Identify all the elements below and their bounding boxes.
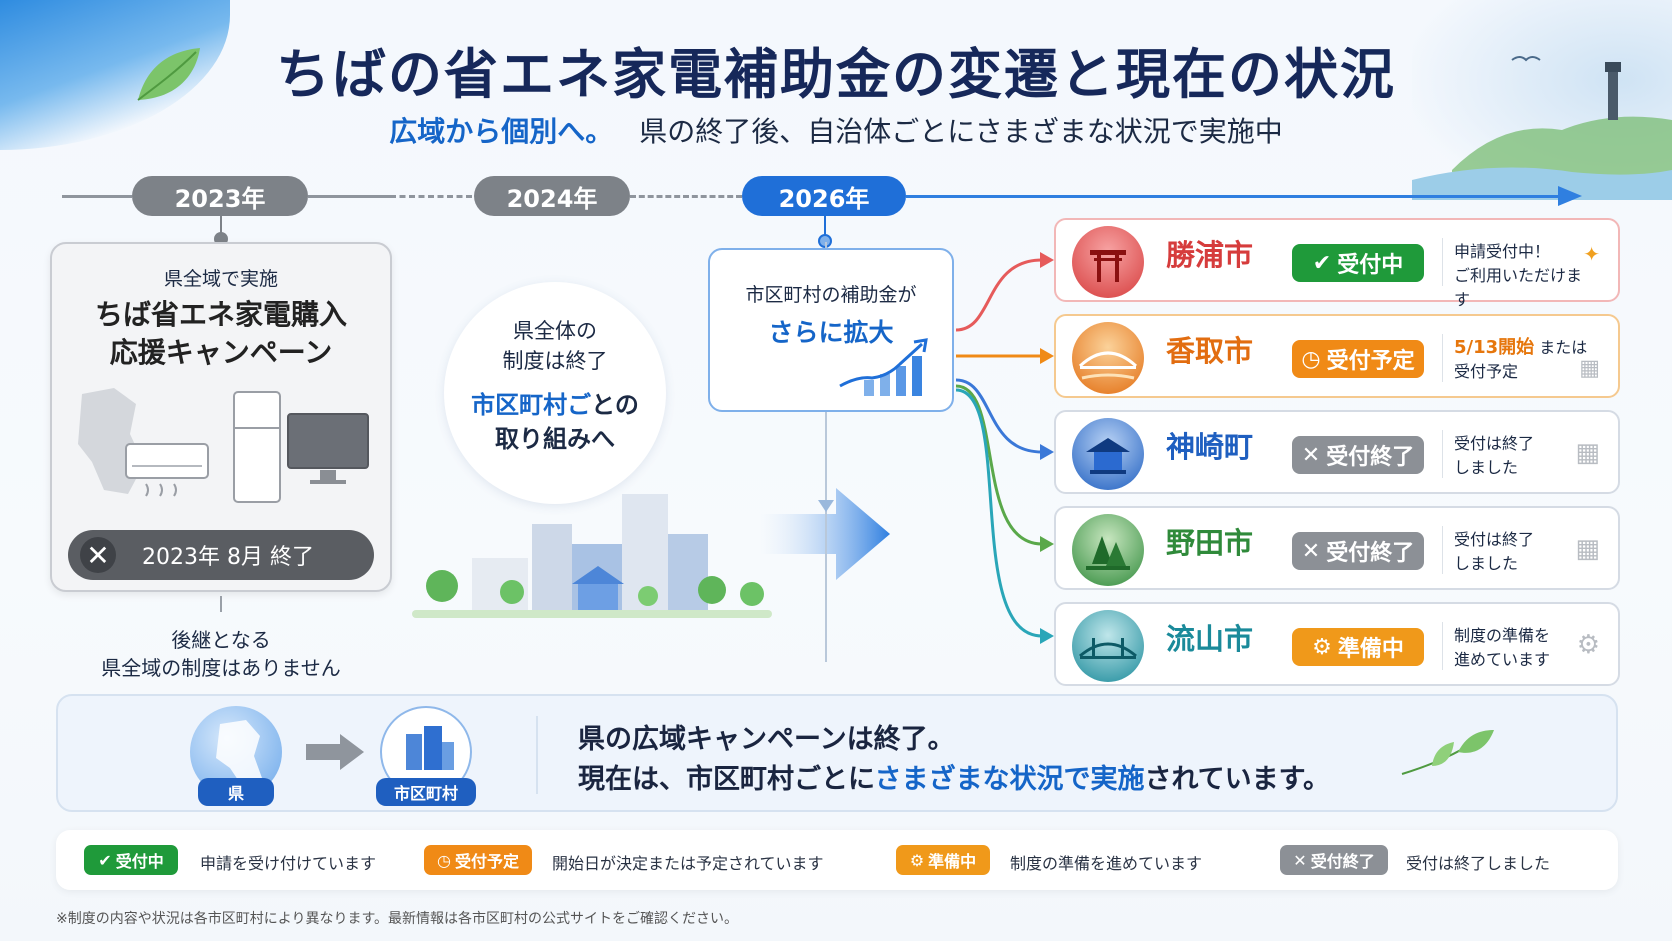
- municipal-expansion-card: 市区町村の補助金が さらに拡大: [708, 248, 954, 412]
- legend-text: 受付は終了しました: [1406, 854, 1551, 873]
- clock-icon: ◷: [1301, 346, 1321, 372]
- close-icon: ✕: [1293, 850, 1307, 870]
- calendar-cancel-icon: ▦: [1575, 534, 1600, 564]
- status-badge: ◷受付予定: [1292, 340, 1424, 378]
- timeline-arrow-icon: [1558, 186, 1582, 206]
- close-icon: ✕: [80, 537, 116, 573]
- legend-badge-open: ✔受付中: [84, 845, 178, 875]
- tag-municipality: 市区町村: [376, 778, 476, 806]
- calendar-icon: ▦: [1579, 356, 1600, 381]
- status-note: 受付は終了 しました: [1454, 434, 1535, 477]
- timeline-line-current: [906, 195, 1558, 198]
- transition-circle: 県全体の 制度は終了 市区町村ごとの 取り組みへ: [444, 282, 666, 504]
- legend-badge-scheduled: ◷受付予定: [424, 845, 532, 875]
- status-badge: ✔受付中: [1292, 244, 1424, 282]
- city-name: 香取市: [1166, 334, 1254, 368]
- bridge-icon: [1072, 322, 1144, 394]
- growth-chart-icon: [839, 338, 928, 396]
- timeline-vertical: [825, 242, 827, 662]
- status-note: 申請受付中！ ご利用いただけます: [1454, 242, 1583, 309]
- timeline-line: [62, 195, 132, 198]
- year-2024: 2024年: [474, 176, 630, 216]
- status-badge: ✕受付終了: [1292, 532, 1424, 570]
- legend-text: 制度の準備を進めています: [1010, 854, 1203, 873]
- campaign-name: ちば省エネ家電購入 応援キャンペーン: [94, 298, 347, 369]
- appliances-illustration: [78, 388, 369, 503]
- branch-connectors: [955, 252, 1054, 644]
- page-title: ちばの省エネ家電補助金の変遷と現在の状況: [276, 43, 1396, 106]
- calendar-cancel-icon: ▦: [1575, 438, 1600, 468]
- city-card-katori: 香取市 ◷受付予定 5/13開始 または 受付予定 ▦: [1054, 314, 1620, 398]
- timeline-connector: [824, 216, 826, 236]
- campaign-ended-badge: ✕ 2023年 8月 終了: [68, 530, 374, 580]
- right-arrow-icon: [306, 734, 364, 770]
- timeline-line: [308, 195, 390, 198]
- city-name: 野田市: [1166, 526, 1254, 560]
- gear-icon: ⚙: [909, 850, 925, 870]
- check-circle-icon: ✔: [1312, 250, 1332, 276]
- status-note: 受付は終了 しました: [1454, 530, 1535, 573]
- status-legend: ✔受付中 申請を受け付けています ◷受付予定 開始日が決定または予定されています…: [56, 830, 1618, 890]
- tag-prefecture: 県: [198, 778, 274, 806]
- status-badge: ⚙準備中: [1292, 628, 1424, 666]
- year-2023: 2023年: [132, 176, 308, 216]
- timeline-connector: [220, 216, 222, 234]
- gear-icon: ⚙: [1312, 634, 1332, 660]
- campaign-scope: 県全域で実施: [163, 268, 278, 290]
- legend-badge-preparing: ⚙準備中: [896, 845, 990, 875]
- status-badge: ✕受付終了: [1292, 436, 1424, 474]
- legend-badge-closed: ✕受付終了: [1280, 845, 1388, 875]
- coast-decoration: [1412, 0, 1672, 200]
- city-name: 神崎町: [1166, 430, 1254, 464]
- year-2026: 2026年: [742, 176, 906, 216]
- leaf-icon: [137, 48, 200, 101]
- close-icon: ✕: [1301, 442, 1321, 468]
- city-card-katsuura: 勝浦市 ✔受付中 申請受付中！ ご利用いただけます ✦: [1054, 218, 1620, 309]
- torii-gate-icon: [1072, 226, 1144, 298]
- down-arrow-icon: [818, 500, 834, 512]
- legend-text: 申請を受け付けています: [200, 854, 377, 873]
- summary-text: 県の広域キャンペーンは終了。 現在は、市区町村ごとにさまざまな状況で実施されてい…: [578, 724, 1330, 795]
- leaf-icon: [1401, 730, 1494, 775]
- check-circle-icon: ✔: [98, 850, 112, 870]
- municipality-buildings-icon: [380, 706, 472, 798]
- temple-icon: [1072, 418, 1144, 490]
- air-conditioner-icon: [125, 443, 209, 479]
- city-card-nagareyama: 流山市 ⚙準備中 制度の準備を 進めています ⚙: [1054, 602, 1620, 686]
- subtitle-rest: 県の終了後、自治体ごとにさまざまな状況で実施中: [639, 115, 1283, 148]
- gear-icon: ⚙: [1576, 630, 1600, 660]
- bridge-icon: [1072, 610, 1144, 682]
- timeline-dashed: [390, 195, 472, 198]
- close-icon: ✕: [1301, 538, 1321, 564]
- footnote: ※制度の内容や状況は各市区町村により異なります。最新情報は各市区町村の公式サイト…: [56, 911, 739, 927]
- forest-icon: [1072, 514, 1144, 586]
- monitor-icon: [287, 413, 369, 469]
- status-note: 制度の準備を 進めています: [1454, 626, 1551, 669]
- sparkle-icon: ✦: [1583, 242, 1600, 266]
- city-buildings-illustration: [412, 494, 772, 618]
- city-name: 流山市: [1166, 622, 1254, 656]
- status-note: 5/13開始 または 受付予定: [1454, 337, 1588, 381]
- city-name: 勝浦市: [1166, 238, 1254, 272]
- city-card-kozaki: 神崎町 ✕受付終了 受付は終了 しました ▦: [1054, 410, 1620, 494]
- timeline-dashed: [630, 195, 742, 198]
- subtitle-highlight: 広域から個別へ。: [389, 115, 614, 148]
- legend-text: 開始日が決定または予定されています: [552, 854, 824, 873]
- down-connector: [220, 596, 222, 612]
- summary-box: 県 市区町村 県の広域キャンペーンは終了。 現在は、市区町村ごとにさまざまな状況…: [56, 694, 1618, 812]
- city-card-noda: 野田市 ✕受付終了 受付は終了 しました ▦: [1054, 506, 1620, 590]
- page-subtitle: 広域から個別へ。県の終了後、自治体ごとにさまざまな状況で実施中: [0, 110, 1672, 150]
- prefecture-campaign-card: 県全域で実施 ちば省エネ家電購入 応援キャンペーン ✕ 2023年 8月 終了: [50, 242, 392, 592]
- no-successor-note: 後継となる 県全域の制度はありません: [101, 628, 341, 680]
- clock-icon: ◷: [437, 850, 451, 870]
- lighthouse-coast-icon: [1412, 56, 1672, 200]
- refrigerator-icon: [233, 391, 281, 503]
